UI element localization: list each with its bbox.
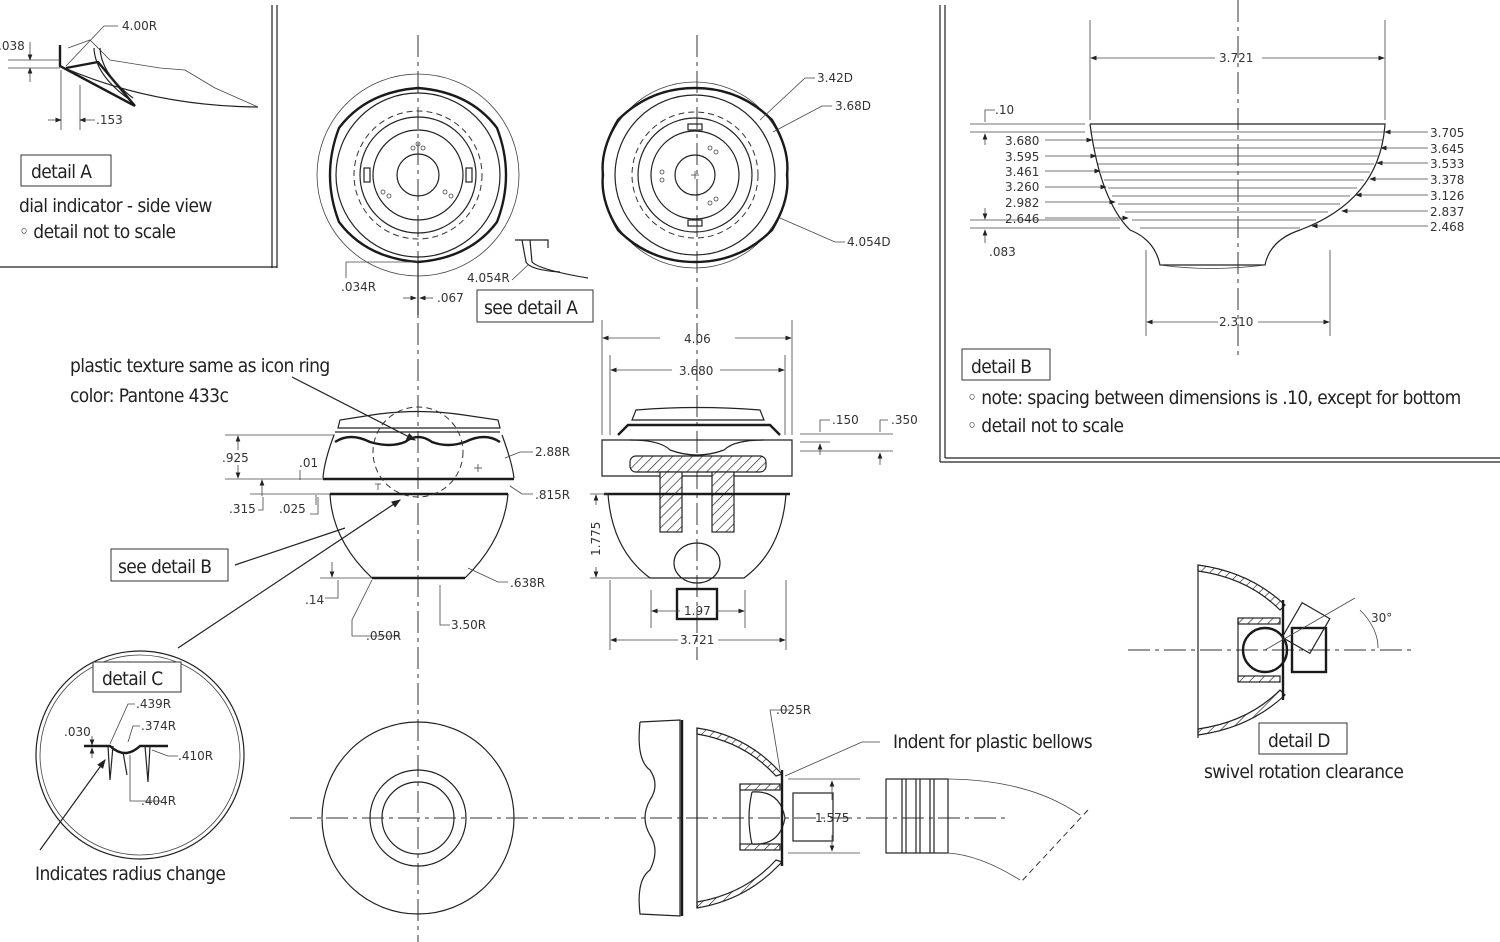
detail-b-left-values: 3.680 3.595 3.461 3.260 2.982 2.646 — [1005, 134, 1039, 226]
side-dim-r1: 2.88R — [535, 445, 570, 459]
detail-b-title: detail B — [971, 356, 1031, 378]
see-detail-a-box — [476, 289, 594, 323]
side-view — [177, 376, 533, 649]
section-dim-height: 1.775 — [589, 522, 603, 556]
detail-b-note2: ◦ detail not to scale — [967, 415, 1124, 437]
see-detail-b-box — [110, 548, 229, 582]
side-dim-h3: .315 — [229, 502, 256, 516]
detail-a-radius: 4.00R — [122, 19, 157, 33]
detail-c-r2: .374R — [141, 719, 176, 733]
top-left-radius-small: .034R — [341, 280, 376, 294]
detail-d-title: detail D — [1268, 730, 1330, 752]
detail-a-title-box — [20, 154, 112, 187]
section-dim-base: 3.721 — [680, 633, 714, 647]
side-dim-r2: .815R — [535, 488, 570, 502]
detail-c-r3: .410R — [178, 749, 213, 763]
detail-d — [1128, 564, 1415, 738]
detail-c-r4: .404R — [141, 794, 176, 808]
detail-a-title: detail A — [31, 161, 92, 183]
bottom-section-note: Indent for plastic bellows — [893, 731, 1093, 753]
section-dim-ball: 1.97 — [684, 604, 711, 618]
detail-b-bottom-spacing: .083 — [989, 245, 1016, 259]
detail-a-profile — [8, 25, 259, 130]
side-dim-base: .14 — [305, 593, 324, 607]
side-note-color: color: Pantone 433c — [70, 385, 228, 407]
bottom-section-dim: 1.575 — [815, 811, 849, 825]
detail-a-width: .153 — [96, 113, 123, 127]
detail-c-caption: Indicates radius change — [35, 863, 225, 885]
detail-d-caption: swivel rotation clearance — [1204, 761, 1403, 783]
section-view — [590, 320, 893, 650]
detail-a: 4.00R .038 .153 detail A dial indicator … — [0, 5, 278, 268]
detail-b-bottom-width: 2.310 — [1219, 315, 1253, 329]
detail-b-top-spacing: .10 — [995, 103, 1014, 117]
right-value: 3.378 — [1430, 173, 1464, 187]
detail-a-thickness: .038 — [0, 39, 25, 53]
left-value: 3.595 — [1005, 150, 1039, 164]
right-value: 2.837 — [1430, 205, 1464, 219]
top-right-d1: 3.42D — [817, 71, 853, 85]
detail-b-right-values: 3.705 3.645 3.533 3.378 3.126 2.837 2.46… — [1430, 126, 1464, 234]
right-value: 3.705 — [1430, 126, 1464, 140]
right-value: 3.533 — [1430, 157, 1464, 171]
detail-c-r1: .439R — [136, 697, 171, 711]
section-dim-outer: 4.06 — [684, 332, 711, 346]
left-value: 2.646 — [1005, 212, 1039, 226]
left-value: 3.461 — [1005, 165, 1039, 179]
bottom-section — [638, 709, 1089, 917]
left-value: 3.260 — [1005, 180, 1039, 194]
top-view-right — [601, 77, 845, 269]
top-right-d3: 4.054D — [847, 235, 891, 249]
detail-d-title-box — [1258, 722, 1348, 755]
detail-b-title-box — [961, 348, 1051, 381]
detail-b-note: ◦ note: spacing between dimensions is .1… — [967, 387, 1461, 409]
detail-a-caption: dial indicator - side view — [19, 195, 212, 217]
detail-b-top-width: 3.721 — [1219, 51, 1253, 65]
section-dim-t2: .350 — [891, 413, 918, 427]
detail-a-note: ◦ detail not to scale — [19, 221, 176, 243]
side-note-texture: plastic texture same as icon ring — [70, 355, 330, 377]
detail-c-title: detail C — [102, 668, 163, 690]
side-dim-h2: .01 — [299, 456, 318, 470]
side-dim-h1: .925 — [222, 451, 249, 465]
section-dim-inner: 3.680 — [679, 364, 713, 378]
detail-b — [939, 0, 1500, 463]
see-detail-a-label: see detail A — [484, 297, 578, 319]
top-view-left — [316, 73, 589, 315]
top-left-gap: .067 — [437, 291, 464, 305]
detail-d-angle: 30° — [1371, 611, 1392, 625]
top-right-d2: 3.68D — [835, 99, 871, 113]
left-value: 3.680 — [1005, 134, 1039, 148]
right-value: 3.645 — [1430, 142, 1464, 156]
right-value: 2.468 — [1430, 220, 1464, 234]
side-dim-r3: .638R — [510, 576, 545, 590]
top-left-radius-large: 4.054R — [467, 271, 510, 285]
detail-c — [35, 650, 245, 860]
side-dim-h4: .025 — [279, 502, 306, 516]
bottom-view — [321, 721, 515, 915]
detail-c-title-box — [92, 661, 182, 693]
side-dim-r4: .050R — [366, 629, 401, 643]
detail-c-thickness: .030 — [64, 725, 91, 739]
left-value: 2.982 — [1005, 196, 1039, 210]
side-dim-r5: 3.50R — [451, 618, 486, 632]
section-dim-t1: .150 — [832, 413, 859, 427]
see-detail-b-label: see detail B — [118, 556, 211, 578]
bottom-section-radius: .025R — [776, 703, 811, 717]
right-value: 3.126 — [1430, 189, 1464, 203]
